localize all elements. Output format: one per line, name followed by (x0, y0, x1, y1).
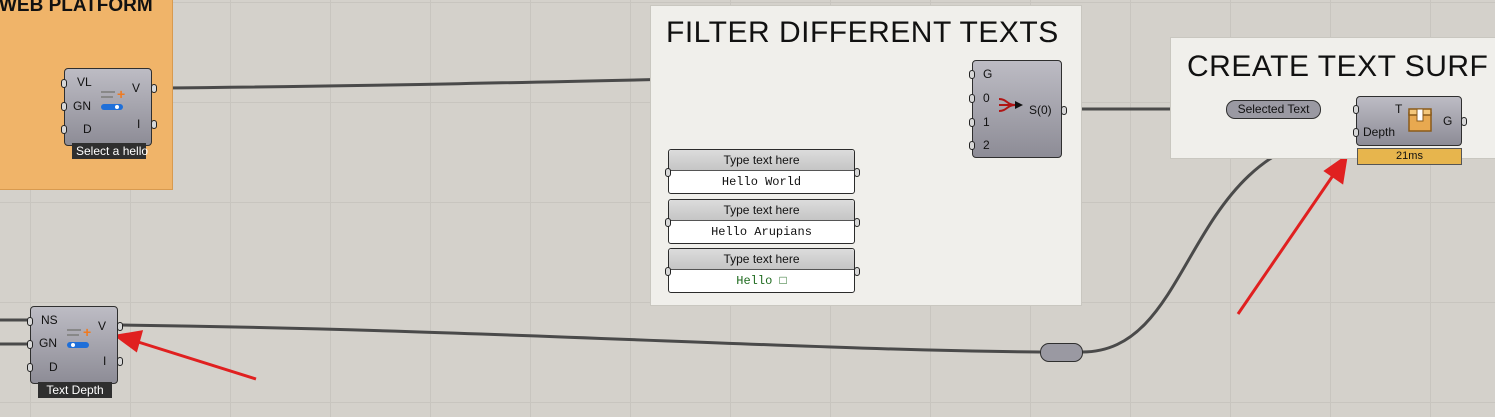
input-gn-label: GN (39, 336, 57, 350)
input-0-grip[interactable] (969, 94, 975, 103)
panel-input-grip[interactable] (665, 218, 671, 227)
panel-value[interactable]: Hello World (721, 175, 802, 189)
input-gn-grip[interactable] (27, 340, 33, 349)
slider-icon: + (67, 324, 91, 353)
input-ns-grip[interactable] (27, 317, 33, 326)
input-vl-grip[interactable] (61, 79, 67, 88)
output-i-grip[interactable] (117, 357, 123, 366)
input-depth-grip[interactable] (1353, 128, 1359, 137)
arrow-to-text-depth-line (134, 339, 257, 381)
arrow-to-depth-input-head (1323, 153, 1349, 185)
panel-value[interactable]: Hello □ (736, 274, 787, 288)
input-1-label: 1 (983, 115, 990, 129)
panel-output-grip[interactable] (854, 267, 860, 276)
text-panel-2[interactable]: Type text here Hello Arupians (665, 199, 860, 244)
annotation-arrows (113, 153, 1349, 381)
group-title-create: CREATE TEXT SURF (1187, 50, 1489, 83)
panel-header: Type text here (669, 200, 854, 221)
arrow-to-text-depth-head (113, 330, 144, 353)
depth-relay[interactable] (1040, 343, 1083, 362)
input-t-label: T (1395, 102, 1403, 116)
output-i-label: I (103, 354, 107, 368)
arrow-to-depth-input-line (1236, 173, 1336, 315)
group-title-filter: FILTER DIFFERENT TEXTS (666, 16, 1059, 49)
input-1-grip[interactable] (969, 118, 975, 127)
profiler-timer: 21ms (1357, 148, 1462, 165)
output-v-grip[interactable] (117, 322, 123, 331)
text-panel-1[interactable]: Type text here Hello World (665, 149, 860, 194)
input-0-label: 0 (983, 91, 990, 105)
text-depth-caption: Text Depth (38, 382, 112, 398)
output-v-label: V (132, 81, 141, 95)
input-t-grip[interactable] (1353, 105, 1359, 114)
panel-value[interactable]: Hello Arupians (711, 225, 812, 239)
input-ns-label: NS (41, 313, 58, 327)
output-g-label: G (1443, 114, 1453, 128)
panel-input-grip[interactable] (665, 267, 671, 276)
slider-icon: + (101, 86, 125, 115)
input-d-grip[interactable] (61, 125, 67, 134)
panel-header: Type text here (669, 249, 854, 270)
panel-output-grip[interactable] (854, 168, 860, 177)
text-surface-component[interactable]: T Depth G (1353, 96, 1467, 146)
output-s0-label: S(0) (1029, 103, 1052, 117)
output-i-grip[interactable] (151, 120, 157, 129)
output-v-label: V (98, 319, 107, 333)
text-depth-component[interactable]: NS GN D V I + (27, 306, 123, 384)
wire-relay-to-depth (1081, 130, 1357, 354)
select-hello-component[interactable]: VL GN D V I + (61, 68, 157, 146)
wire-depth-to-relay (120, 323, 1041, 354)
stream-filter-icon (997, 95, 1025, 115)
output-g-grip[interactable] (1461, 117, 1467, 126)
output-s0-grip[interactable] (1061, 106, 1067, 115)
text-panel-3[interactable]: Type text here Hello □ (665, 248, 860, 293)
box-icon (1408, 108, 1432, 132)
input-2-label: 2 (983, 138, 990, 152)
input-gn-grip[interactable] (61, 102, 67, 111)
panel-output-grip[interactable] (854, 218, 860, 227)
select-hello-caption: Select a hello (72, 143, 148, 159)
input-d-grip[interactable] (27, 363, 33, 372)
panel-header: Type text here (669, 150, 854, 171)
input-d-label: D (83, 122, 92, 136)
panel-input-grip[interactable] (665, 168, 671, 177)
input-d-label: D (49, 360, 58, 374)
input-g-grip[interactable] (969, 70, 975, 79)
input-2-grip[interactable] (969, 141, 975, 150)
stream-filter-component[interactable]: G 0 1 2 S(0) (969, 60, 1067, 158)
output-v-grip[interactable] (151, 84, 157, 93)
selected-text-relay[interactable]: Selected Text (1226, 100, 1321, 119)
output-i-label: I (137, 117, 141, 131)
input-gn-label: GN (73, 99, 91, 113)
input-depth-label: Depth (1363, 125, 1396, 139)
group-title-web-platform: WEB PLATFORM (0, 0, 153, 16)
input-g-label: G (983, 67, 993, 81)
input-vl-label: VL (77, 75, 92, 89)
